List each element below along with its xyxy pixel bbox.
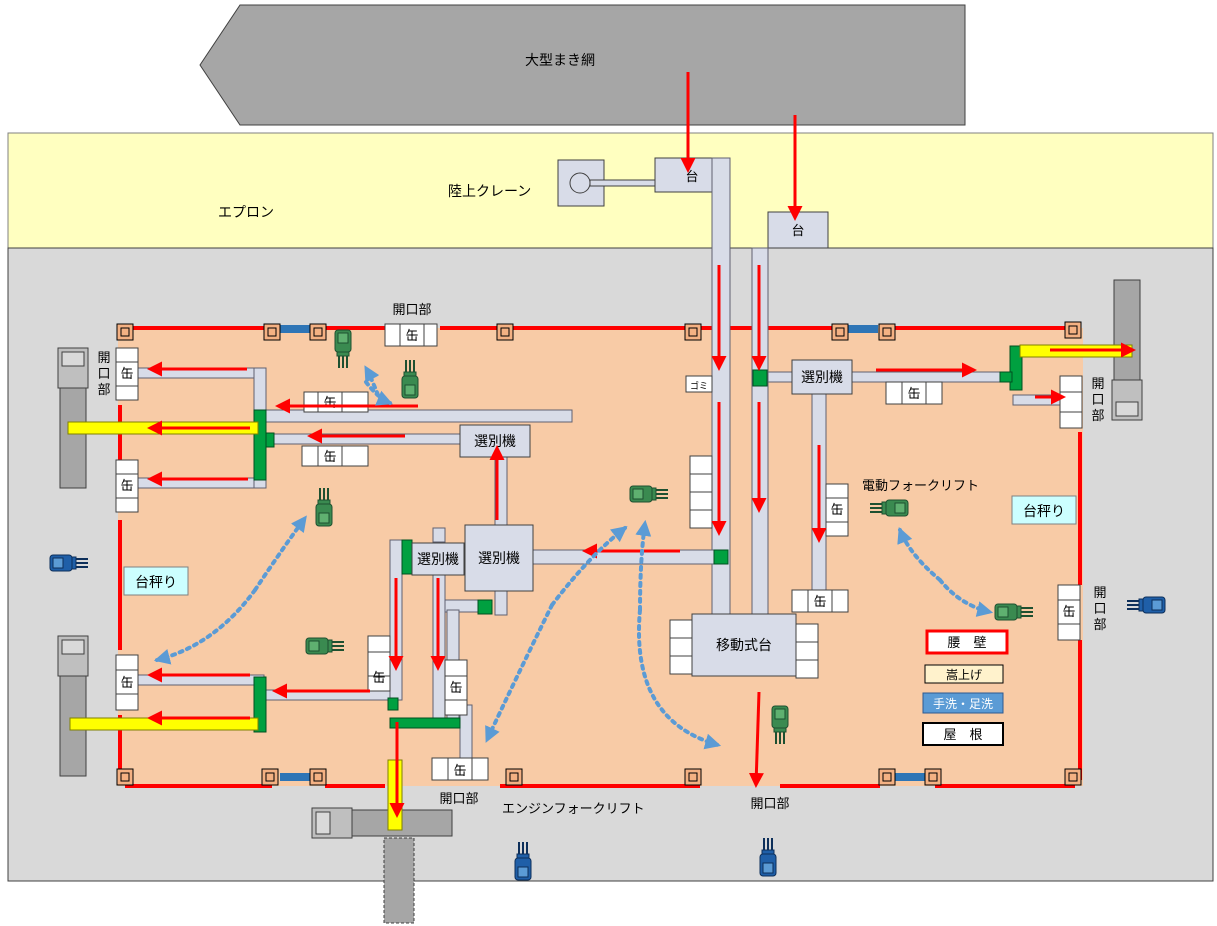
svg-text:部: 部 xyxy=(1093,618,1106,633)
engine-forklift-label: エンジンフォークリフト xyxy=(502,802,645,817)
platform-scale-right-label: 台秤り xyxy=(1023,504,1065,520)
kan-box: 缶 xyxy=(115,654,139,711)
svg-text:缶: 缶 xyxy=(120,367,133,382)
kan-boxes: 缶 缶 缶 缶 缶 缶 缶 缶 缶 缶 缶 缶 缶 xyxy=(115,323,1083,781)
opening-right-top-label: 開 口 部 xyxy=(1091,377,1104,424)
green-connectors xyxy=(253,345,1023,733)
gomi-box xyxy=(685,375,713,393)
ship-label: 大型まき網 xyxy=(525,53,595,69)
sorters: 選別機 選別機 選別機 選別機 xyxy=(411,359,853,592)
platform-scale-left xyxy=(123,566,189,596)
svg-text:開: 開 xyxy=(1093,586,1106,601)
kan-box: 缶 xyxy=(791,589,849,613)
crane-label: 陸上クレーン xyxy=(448,184,531,200)
svg-text:缶: 缶 xyxy=(120,676,133,691)
land-crane xyxy=(557,159,661,207)
opening-bottom-right-label: 開口部 xyxy=(750,797,789,812)
legend-kasaage xyxy=(924,664,1004,684)
legend-yane xyxy=(922,722,1004,746)
svg-text:缶: 缶 xyxy=(907,387,920,402)
legend-koshikabe-label: 腰 壁 xyxy=(947,636,986,651)
kan-box: 缶 xyxy=(431,757,489,781)
opening-top-label: 開口部 xyxy=(392,303,431,318)
legend-kasaage-label: 嵩上げ xyxy=(946,668,982,682)
red-walls xyxy=(118,326,1082,788)
opening-right-bottom-label: 開 口 部 xyxy=(1093,586,1106,633)
apron xyxy=(7,132,1214,249)
svg-text:開: 開 xyxy=(97,351,110,366)
svg-text:缶: 缶 xyxy=(813,595,826,610)
kan-box: 缶 xyxy=(885,381,943,405)
svg-text:缶: 缶 xyxy=(1062,605,1075,620)
platform-scale-left-label: 台秤り xyxy=(135,575,177,591)
svg-text:部: 部 xyxy=(1091,409,1104,424)
kan-box: 缶 xyxy=(384,323,438,347)
mobile-platform-boxes xyxy=(669,619,819,679)
wash-stations xyxy=(280,325,925,781)
kan-box: 缶 xyxy=(301,445,369,467)
sorter-1-label: 選別機 xyxy=(474,434,516,450)
kan-box: 缶 xyxy=(444,659,468,716)
svg-text:開: 開 xyxy=(1091,377,1104,392)
box-stack xyxy=(689,455,713,529)
electric-forklift-label: 電動フォークリフト xyxy=(862,479,979,494)
ship-hull xyxy=(199,4,966,126)
kan-box: 缶 xyxy=(303,391,369,413)
flow-arrows xyxy=(147,72,1136,818)
svg-text:缶: 缶 xyxy=(830,503,843,518)
sorter-2-label: 選別機 xyxy=(478,551,520,567)
platform-scale-right xyxy=(1011,495,1077,525)
kan-box: 缶 xyxy=(115,459,139,513)
svg-text:缶: 缶 xyxy=(120,479,133,494)
svg-text:缶: 缶 xyxy=(323,450,336,465)
kan-box: 缶 xyxy=(115,347,139,401)
kan-box: 缶 xyxy=(825,483,849,537)
svg-text:缶: 缶 xyxy=(449,681,462,696)
svg-text:缶: 缶 xyxy=(323,396,336,411)
sorter-3-label: 選別機 xyxy=(417,552,459,568)
legend-koshikabe xyxy=(925,629,1009,655)
mobile-platform-label: 移動式台 xyxy=(716,638,772,654)
svg-text:口: 口 xyxy=(97,367,110,382)
platform-1-label: 台 xyxy=(685,170,698,185)
trucks xyxy=(57,279,1143,924)
legend-tearai xyxy=(922,692,1004,714)
gomi-label: ゴミ xyxy=(690,380,708,392)
mobile-platform xyxy=(691,613,797,677)
legend-yane-label: 屋 根 xyxy=(943,728,982,743)
svg-text:口: 口 xyxy=(1093,602,1106,617)
legend-tearai-label: 手洗・足洗 xyxy=(933,697,993,711)
svg-text:缶: 缶 xyxy=(405,329,418,344)
movement-arrows xyxy=(153,365,994,750)
platform-2-label: 台 xyxy=(791,224,804,239)
svg-text:缶: 缶 xyxy=(372,671,385,686)
sorter-4-label: 選別機 xyxy=(801,370,843,386)
opening-bottom-label: 開口部 xyxy=(439,792,478,807)
kan-box: 缶 xyxy=(1057,584,1081,641)
kan-box: 缶 xyxy=(367,635,391,692)
svg-text:部: 部 xyxy=(97,383,110,398)
legend: 腰 壁 嵩上げ 手洗・足洗 屋 根 xyxy=(922,629,1009,746)
svg-text:缶: 缶 xyxy=(453,764,466,779)
svg-text:口: 口 xyxy=(1091,393,1104,408)
apron-label: エプロン xyxy=(218,205,274,221)
opening-left-label: 開 口 部 xyxy=(97,351,110,398)
kan-box xyxy=(1059,375,1083,429)
